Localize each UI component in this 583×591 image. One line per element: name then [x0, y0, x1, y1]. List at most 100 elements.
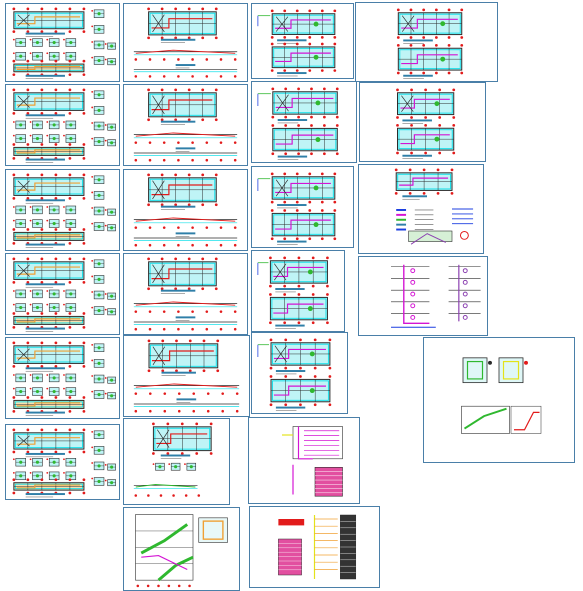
axis-marker [269, 375, 273, 378]
cross-mark [274, 345, 287, 363]
axis-marker [104, 377, 107, 379]
drawing-sheet-s15[interactable] [251, 250, 345, 332]
drawing-sheet-s24[interactable] [123, 507, 240, 591]
axis-marker [191, 58, 194, 61]
drawing-sheet-s13[interactable] [5, 253, 120, 335]
axis-marker [214, 88, 218, 92]
axis-marker [283, 42, 287, 46]
axis-marker [82, 59, 86, 63]
drawing-sheet-s8[interactable] [359, 82, 486, 162]
axis-marker [214, 36, 218, 40]
axis-marker [313, 403, 317, 407]
axis-marker [269, 321, 272, 325]
axis-marker [447, 43, 451, 47]
axis-marker [40, 257, 44, 261]
drawing-sheet-s5[interactable] [5, 84, 120, 166]
axis-marker [29, 303, 32, 306]
fixture-mark [69, 123, 73, 127]
drawing-sheet-s11[interactable] [251, 166, 354, 248]
axis-marker [162, 75, 166, 78]
drawing-sheet-s6[interactable] [123, 84, 248, 166]
axis-marker [40, 428, 44, 432]
axis-marker [104, 124, 107, 126]
riser-diagram [292, 426, 343, 460]
drawing-sheet-s18[interactable] [123, 335, 250, 417]
sheet-drawing [257, 338, 332, 411]
legend-table [278, 538, 302, 576]
drawing-sheet-s19[interactable] [251, 332, 348, 414]
axis-marker [269, 284, 272, 288]
axis-marker [323, 87, 326, 91]
drawing-sheet-s20[interactable] [423, 337, 575, 463]
drawing-sheet-s14[interactable] [123, 253, 248, 335]
cross-mark [17, 264, 30, 277]
axis-marker [82, 325, 86, 329]
axis-marker [219, 158, 223, 162]
axis-marker [68, 428, 72, 432]
drawing-sheet-s1[interactable] [5, 3, 120, 82]
drawing-sheet-s17[interactable] [5, 337, 120, 419]
axis-marker [177, 141, 180, 144]
axis-marker [104, 209, 107, 211]
table-header [278, 519, 305, 526]
drawing-sheet-s9[interactable] [5, 169, 120, 251]
drawing-sheet-s2[interactable] [123, 3, 248, 82]
axis-marker [91, 275, 94, 278]
drawing-sheet-s10[interactable] [123, 169, 248, 251]
fixture-mark [97, 393, 101, 397]
pipe-run [16, 402, 80, 407]
drawing-sheet-s21[interactable] [5, 424, 120, 500]
axis-marker [270, 172, 274, 176]
title-bar [160, 38, 196, 41]
axis-marker [46, 134, 49, 137]
axis-marker [68, 396, 72, 399]
axis-marker [174, 88, 178, 92]
fixture-mark [97, 293, 101, 297]
title-bar [25, 367, 65, 370]
drawing-sheet-s22[interactable] [123, 418, 230, 505]
drawing-sheet-s4[interactable] [355, 2, 498, 82]
sheet-drawing [394, 168, 474, 245]
axis-marker [162, 158, 166, 162]
pipe-run [275, 19, 331, 29]
axis-marker [12, 196, 16, 200]
axis-marker [68, 325, 72, 329]
axis-marker [68, 7, 72, 11]
fixture-mark [52, 208, 56, 212]
axis-marker [192, 392, 196, 395]
drawing-sheet-s23[interactable] [248, 417, 360, 504]
fixture-mark [97, 178, 101, 182]
axis-marker [311, 284, 315, 288]
axis-marker [219, 243, 223, 247]
axis-marker [91, 359, 94, 362]
drawing-sheet-s12[interactable] [358, 164, 484, 254]
drawing-sheet-s3[interactable] [251, 3, 354, 79]
sheet-drawing [12, 173, 116, 248]
axis-marker [335, 124, 339, 127]
axis-marker [162, 243, 166, 247]
fixture-mark [35, 40, 40, 45]
drawing-sheet-s7[interactable] [251, 81, 357, 163]
cross-mark [152, 264, 165, 284]
axis-marker [12, 156, 16, 160]
axis-marker [12, 478, 16, 482]
drawing-sheet-s16[interactable] [358, 256, 488, 336]
axis-marker [40, 7, 44, 11]
axis-marker [187, 287, 191, 291]
axis-marker [91, 207, 94, 209]
stair-section [510, 405, 542, 434]
drawing-sheet-s25[interactable] [249, 506, 380, 588]
fixture-mark [97, 27, 101, 31]
fixture-mark [52, 460, 56, 464]
fixture-mark [110, 226, 114, 230]
sheet-drawing [257, 172, 337, 245]
axis-marker [54, 364, 58, 368]
axis-marker [147, 118, 150, 122]
title-bar [175, 316, 196, 319]
fixture-mark [97, 464, 101, 468]
axis-marker [91, 41, 94, 43]
axis-marker [270, 237, 274, 241]
axis-marker [180, 422, 184, 426]
fixture-mark [69, 292, 73, 296]
axis-marker [68, 364, 72, 368]
